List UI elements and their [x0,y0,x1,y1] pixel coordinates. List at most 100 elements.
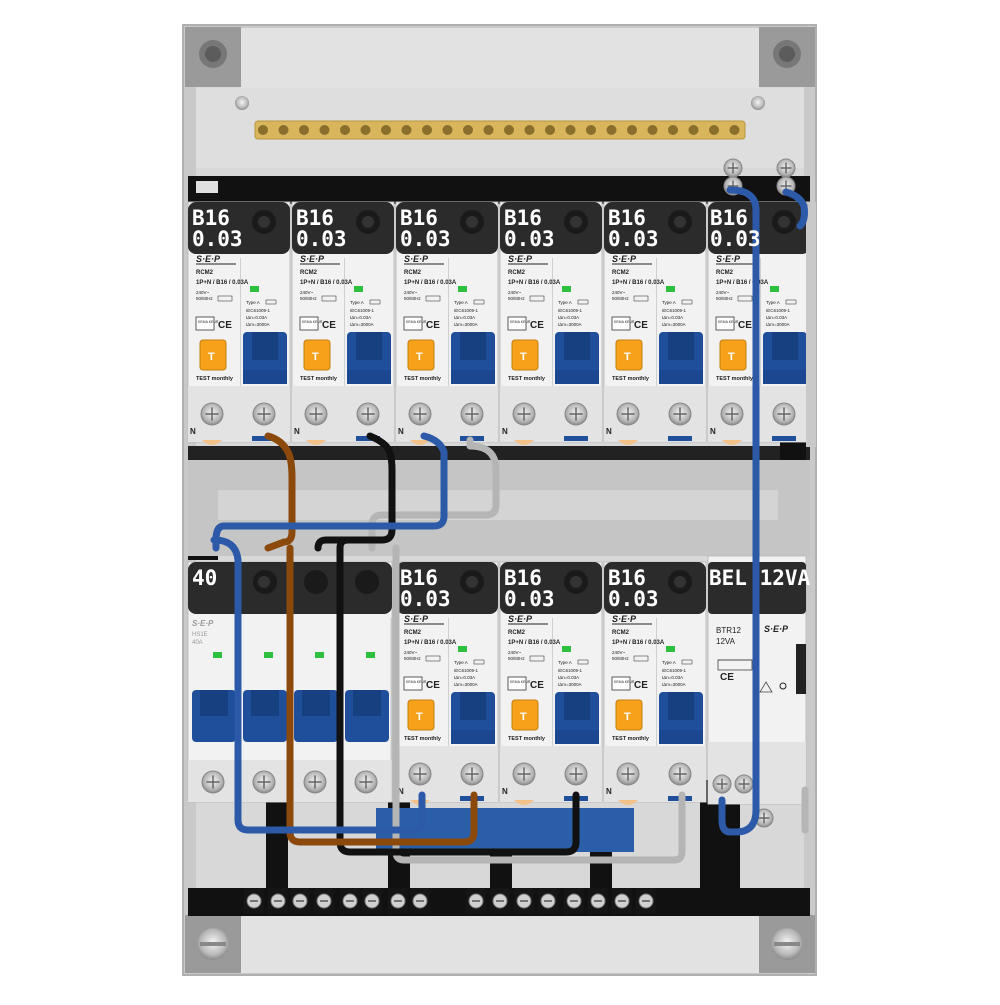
test-button [615,699,643,731]
bottom-rating-label: B16 [400,566,438,590]
kema-text: KEMA KEUR [406,680,427,684]
earth-busbar [254,120,746,140]
standard-text: IEC61009-1 [454,308,479,313]
ce-mark-text: CE [634,320,648,331]
toggle-handle [460,692,486,720]
residual-current-text: IΔn=0.03A [454,315,475,320]
terminal-clamp [668,436,692,441]
toggle-handle [460,332,486,360]
test-monthly-text: TEST monthly [716,376,754,382]
type-symbol-icon [473,299,485,305]
safety-transformer-icon [759,681,773,693]
neutral-wire-end [514,440,534,445]
wire-blue-3 [718,186,760,836]
terminal-clamp [772,436,796,441]
brand-logo-text: S·E·P [612,614,637,624]
toggle-base [347,370,391,384]
neutral-terminal-label: N [190,427,196,436]
bell-transformer-label: BEL 12VA [709,566,811,590]
voltage-text: 240V~ [612,290,626,295]
breaking-capacity-text: IΔm=3000A [246,322,270,327]
top-sensitivity-label: 0.03 [608,227,659,251]
kema-text: KEMA KEUR [302,320,323,324]
bell-voltage-box [717,659,753,671]
wire-blue-2 [210,536,426,834]
earth-terminal-hole-icon [442,125,453,135]
earth-terminal-hole-icon [360,125,371,135]
wire-blue-4 [782,188,808,230]
type-symbol-icon [369,299,381,305]
status-indicator-icon [562,646,571,652]
residual-current-text: IΔn=0.03A [558,675,579,680]
toggle-handle [564,692,590,720]
model-text: RCM2 [196,270,214,276]
status-indicator-icon [562,286,571,292]
toggle-handle [302,690,330,716]
breaking-capacity-text: IΔm=3000A [454,322,478,327]
ce-mark-text: CE [426,680,440,691]
model-text: RCM2 [300,270,318,276]
status-indicator-icon [354,286,363,292]
model-text: RCM2 [716,270,734,276]
kema-text: KEMA KEUR [198,320,219,324]
wiring [210,186,809,864]
standard-text: IEC61009-1 [454,668,479,673]
bottom-rating-label: B16 [504,566,542,590]
spec-text: 1P+N / B16 / 0.03A [508,280,561,286]
rcbo-divider [448,618,449,746]
spec-text: 1P+N / B16 / 0.03A [612,280,665,286]
test-monthly-text: TEST monthly [404,376,442,382]
rcbo-divider [448,258,449,386]
neutral-terminal-label: N [502,787,508,796]
test-monthly-text: TEST monthly [196,376,234,382]
test-button-letter: T [520,351,527,363]
earth-terminal-hole-icon [381,125,391,135]
wire-black-2 [336,536,580,856]
frequency-text: 50/60Hz [508,656,526,661]
toggle-handle [564,332,590,360]
test-button-letter: T [624,711,631,723]
neutral-wire-end [514,800,534,805]
neutral-wire-end [618,800,638,805]
corner-mount-bottom-left [185,915,241,973]
corner-mount-bottom-right [759,915,815,973]
main-switch-model-text: HS1E [192,632,208,638]
brand-logo-text: S·E·P [716,254,741,264]
bell-power-text: 12VA [716,637,736,646]
neutral-wire-end [306,440,326,445]
model-text: RCM2 [508,270,526,276]
corner-mount-top-left [185,27,241,87]
breaking-capacity-text: IΔm=3000A [662,682,686,687]
neutral-terminal-label: N [398,427,404,436]
bell-indicator-icon [779,682,787,690]
toggle-handle [251,690,279,716]
spec-text: 1P+N / B16 / 0.03A [300,280,353,286]
test-monthly-text: TEST monthly [300,376,338,382]
test-button [407,339,435,371]
label-screw-icon [674,216,686,228]
rail-post [590,850,612,890]
top-sensitivity-label: 0.03 [710,227,761,251]
rcbo-divider [552,258,553,386]
type-text: Type A [662,660,676,665]
label-screw-icon [570,216,582,228]
bottom-cover-strip [240,915,760,973]
ce-mark-text: CE [530,320,544,331]
test-button-letter: T [728,351,735,363]
spec-text: 1P+N / B16 / 0.03A [196,280,249,286]
kema-keur-mark-icon [195,316,215,331]
spec-text: 1P+N / B16 / 0.03A [404,640,457,646]
din-rail-top [188,176,810,204]
neutral-terminal-label: N [294,427,300,436]
bell-brand-text: S·E·P [764,624,789,634]
toggle-handle [772,332,798,360]
rcbo-divider [240,258,241,386]
neutral-terminal-label: N [710,427,716,436]
kema-keur-mark-icon [403,316,423,331]
wire-brown-2 [286,544,478,846]
model-text: RCM2 [508,630,526,636]
standard-text: IEC61009-1 [662,668,687,673]
